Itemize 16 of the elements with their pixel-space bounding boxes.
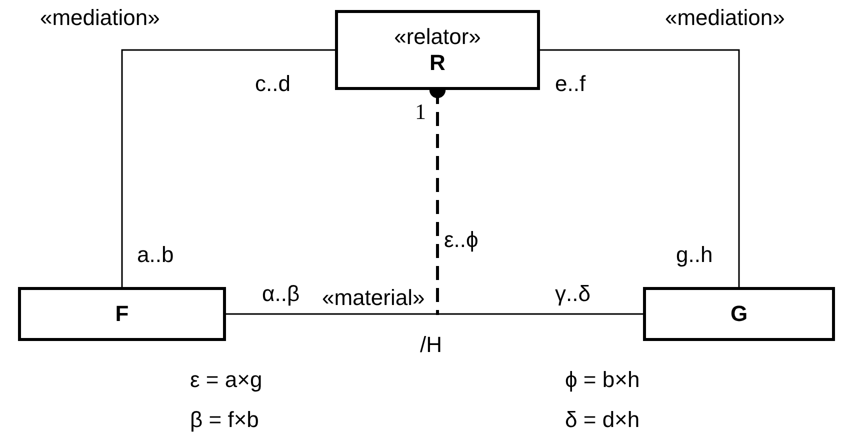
class-name: F (115, 300, 129, 328)
association-line (121, 49, 335, 287)
stereotype-label: «relator» (394, 24, 481, 50)
class-box (18, 287, 226, 341)
formula-text: β = f×b (190, 408, 259, 432)
class-name: R (430, 50, 446, 76)
multiplicity-label: ε..ϕ (444, 228, 478, 252)
multiplicity-label: γ..δ (555, 282, 590, 306)
class-box (335, 10, 540, 90)
association-line (540, 49, 740, 287)
multiplicity-label: g..h (676, 243, 713, 268)
formula-text: ϕ = b×h (565, 368, 640, 392)
class-name: G (730, 300, 748, 328)
association-line (226, 313, 643, 315)
class-box (643, 287, 835, 341)
multiplicity-label: α..β (262, 282, 300, 306)
